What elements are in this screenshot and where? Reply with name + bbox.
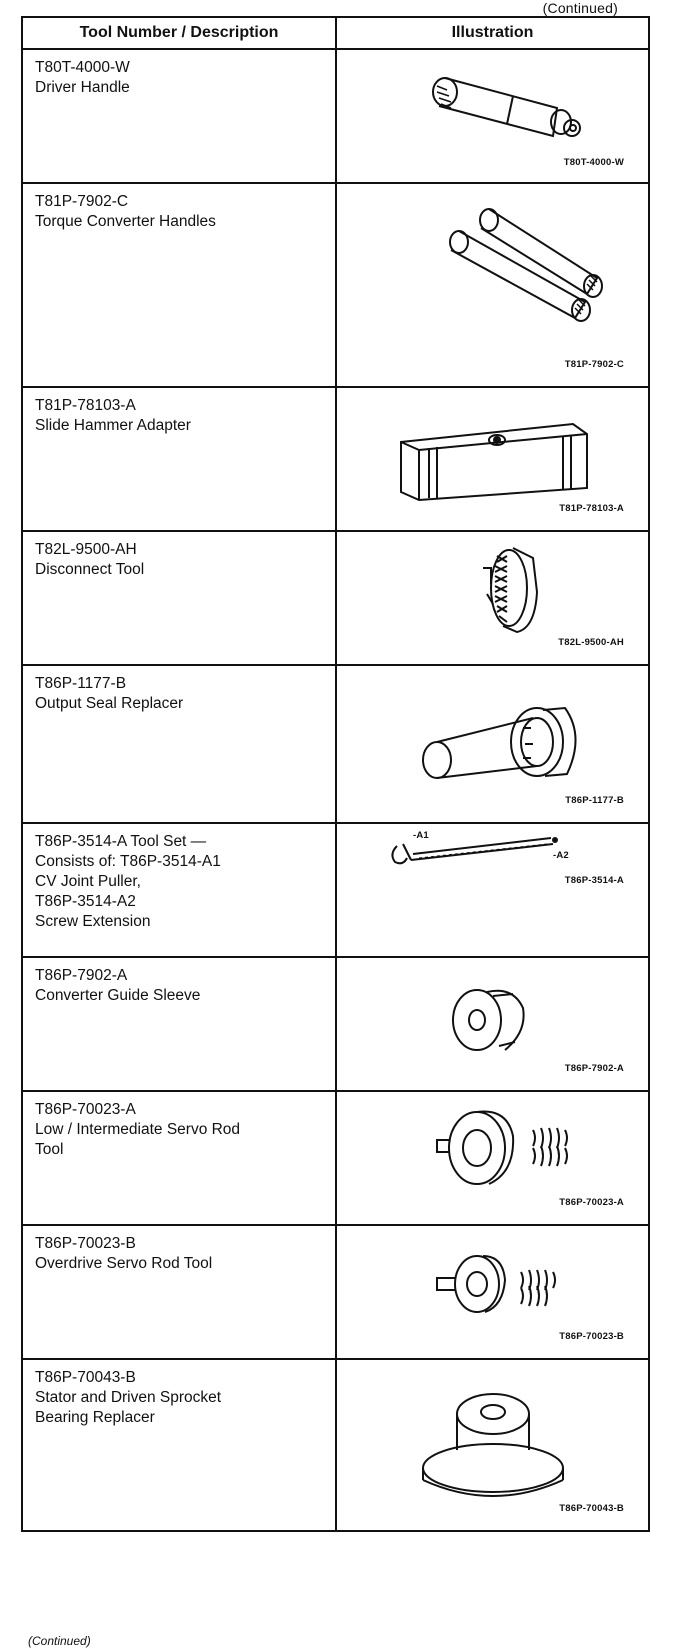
table-row: T86P-7902-A Converter Guide Sleeve T86P-… [21, 956, 650, 1092]
tool-name: Driver Handle [35, 79, 130, 96]
tool-description-cell: T86P-7902-A Converter Guide Sleeve [21, 956, 337, 1092]
continued-heading: (Continued) [542, 0, 618, 16]
illustration-cell: T80T-4000-W [335, 48, 650, 184]
tool-number: T86P-70023-B [35, 1235, 136, 1252]
table-row: T82L-9500-AH Disconnect Tool [21, 530, 650, 666]
illustration-cell: T86P-70023-A [335, 1090, 650, 1226]
overdrive-servo-rod-tool-icon [436, 1255, 556, 1313]
illustration-label: T82L-9500-AH [558, 637, 624, 648]
tool-number: T86P-70023-A [35, 1101, 136, 1118]
tool-number: T86P-7902-A [35, 967, 128, 984]
tool-name: CV Joint Puller, [35, 873, 141, 890]
tool-description-cell: T86P-70023-B Overdrive Servo Rod Tool [21, 1224, 337, 1360]
tool-name: Screw Extension [35, 913, 151, 930]
table-row: T81P-7902-C Torque Converter Handles [21, 182, 650, 388]
table-row: T80T-4000-W Driver Handle [21, 48, 650, 184]
tool-number: T86P-3514-A Tool Set — [35, 833, 207, 850]
table-row: T86P-3514-A Tool Set — Consists of: T86P… [21, 822, 650, 958]
disconnect-tool-icon [483, 547, 539, 634]
tool-name: T86P-3514-A2 [35, 893, 136, 910]
tool-number: T81P-78103-A [35, 397, 136, 414]
illustration-label: T86P-1177-B [565, 795, 624, 806]
tool-description-cell: T82L-9500-AH Disconnect Tool [21, 530, 337, 666]
tool-description-cell: T86P-70023-A Low / Intermediate Servo Ro… [21, 1090, 337, 1226]
illustration-cell: T86P-1177-B [335, 664, 650, 824]
table-row: T86P-70023-A Low / Intermediate Servo Ro… [21, 1090, 650, 1226]
tool-name: Output Seal Replacer [35, 695, 184, 712]
illustration-cell: -A1 -A2 T86P-3514-A [335, 822, 650, 958]
tool-name: Overdrive Servo Rod Tool [35, 1255, 213, 1272]
illustration-cell: T81P-7902-C [335, 182, 650, 388]
tool-number: T82L-9500-AH [35, 541, 137, 558]
illustration-label: T81P-7902-C [564, 359, 624, 370]
table-row: T86P-70043-B Stator and Driven Sprocket … [21, 1358, 650, 1532]
tool-description-cell: T81P-78103-A Slide Hammer Adapter [21, 386, 337, 532]
table-row: T86P-70023-B Overdrive Servo Rod Tool [21, 1224, 650, 1360]
column-header-illustration: Illustration [335, 16, 650, 50]
illustration-label: T86P-3514-A [564, 875, 624, 886]
illustration-cell: T86P-7902-A [335, 956, 650, 1092]
tool-description-cell: T86P-3514-A Tool Set — Consists of: T86P… [21, 822, 337, 958]
converter-guide-sleeve-icon [452, 989, 525, 1051]
tool-description-cell: T86P-70043-B Stator and Driven Sprocket … [21, 1358, 337, 1532]
tool-name: Disconnect Tool [35, 561, 145, 578]
cv-joint-puller-icon [391, 837, 558, 865]
illustration-label: T80T-4000-W [563, 157, 624, 168]
tool-number: T86P-1177-B [35, 675, 127, 692]
table-row: T86P-1177-B Output Seal Replacer [21, 664, 650, 824]
illustration-label: T86P-70023-B [559, 1331, 624, 1342]
tool-name: Converter Guide Sleeve [35, 987, 201, 1004]
illustration-label: T86P-70023-A [559, 1197, 624, 1208]
illustration-cell: T86P-70023-B [335, 1224, 650, 1360]
callout-a1: -A1 [413, 830, 429, 841]
tool-description-cell: T80T-4000-W Driver Handle [21, 48, 337, 184]
bearing-replacer-icon [422, 1393, 564, 1497]
tool-description-cell: T86P-1177-B Output Seal Replacer [21, 664, 337, 824]
tool-name: Consists of: T86P-3514-A1 [35, 853, 221, 870]
tool-description-cell: T81P-7902-C Torque Converter Handles [21, 182, 337, 388]
illustration-label: T86P-70043-B [559, 1503, 624, 1514]
tool-name: Torque Converter Handles [35, 213, 216, 230]
driver-handle-icon [432, 77, 581, 138]
tool-name: Tool [35, 1141, 64, 1158]
tool-name: Stator and Driven Sprocket [35, 1389, 222, 1406]
slide-hammer-adapter-icon [400, 422, 588, 502]
tool-number: T81P-7902-C [35, 193, 129, 210]
illustration-label: T81P-78103-A [559, 503, 624, 514]
tool-number: T86P-70043-B [35, 1369, 136, 1386]
callout-a2: -A2 [553, 850, 569, 861]
special-tools-table: Tool Number / Description Illustration T… [21, 16, 650, 1532]
illustration-label: T86P-7902-A [564, 1063, 624, 1074]
continued-footer: (Continued) [28, 1634, 91, 1648]
servo-rod-tool-icon [436, 1110, 568, 1185]
table-row: T81P-78103-A Slide Hammer Adapter [21, 386, 650, 532]
tool-name: Low / Intermediate Servo Rod [35, 1121, 241, 1138]
tool-number: T80T-4000-W [35, 59, 130, 76]
illustration-cell: T81P-78103-A [335, 386, 650, 532]
torque-converter-handles-icon [449, 208, 603, 322]
column-header-tool-number: Tool Number / Description [21, 16, 337, 50]
tool-name: Bearing Replacer [35, 1409, 155, 1426]
output-seal-replacer-icon [422, 706, 577, 779]
tool-name: Slide Hammer Adapter [35, 417, 191, 434]
illustration-cell: T82L-9500-AH [335, 530, 650, 666]
table-header-row: Tool Number / Description Illustration [21, 16, 650, 50]
illustration-cell: T86P-70043-B [335, 1358, 650, 1532]
